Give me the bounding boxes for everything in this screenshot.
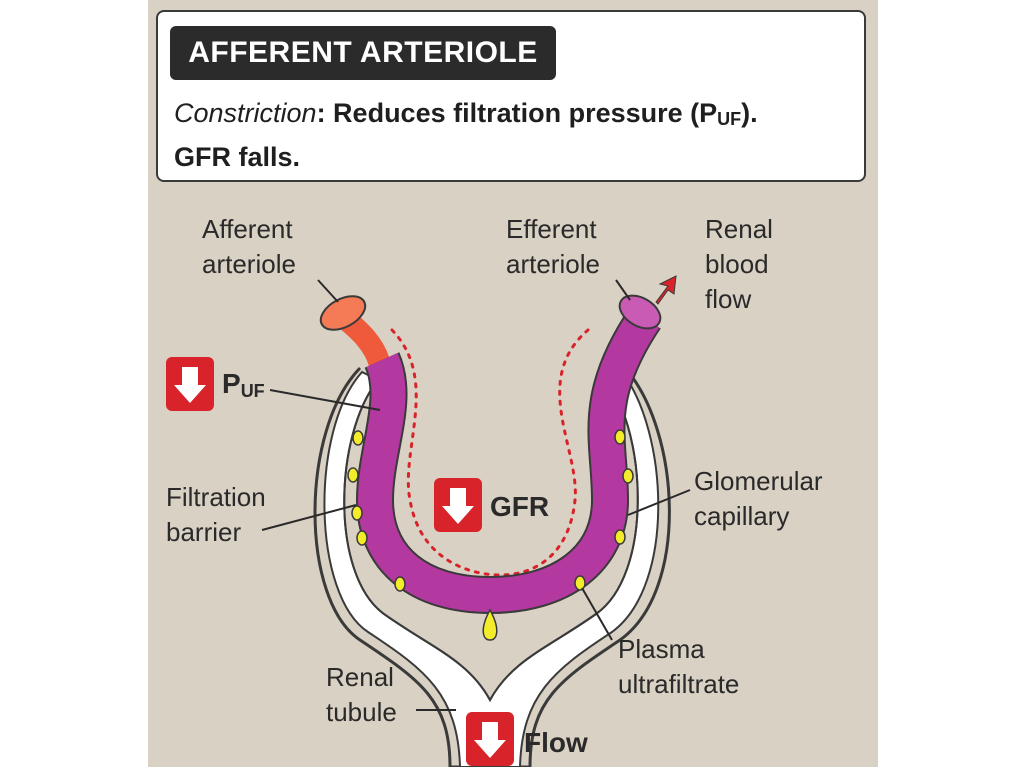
leader-lines <box>261 279 691 711</box>
flow-down-badge <box>466 712 514 766</box>
header-box: AFFERENT ARTERIOLE Constriction: Reduces… <box>156 10 866 182</box>
renal-tubule-label-2: tubule <box>326 697 397 727</box>
renal-tubule-label-1: Renal <box>326 662 394 692</box>
glomerular-label-1: Glomerular <box>694 466 823 496</box>
down-arrow-icon <box>442 488 474 524</box>
renal-blood-label-3: flow <box>705 284 752 314</box>
title-bar: AFFERENT ARTERIOLE <box>170 26 556 80</box>
renal-blood-flow-arrow <box>655 275 677 305</box>
gfr-label: GFR <box>490 491 550 522</box>
afferent-label-1: Afferent <box>202 214 293 244</box>
glomerular-label-2: capillary <box>694 501 790 531</box>
renal-blood-label-1: Renal <box>705 214 773 244</box>
puf-main: P <box>222 368 241 399</box>
plasma-label-1: Plasma <box>618 634 705 664</box>
desc-end: ). <box>741 98 758 128</box>
desc-line2: GFR falls. <box>174 142 301 172</box>
puf-sub: UF <box>240 381 265 401</box>
plasma-label-2: ultrafiltrate <box>618 669 740 699</box>
desc-rest: : Reduces filtration pressure (P <box>316 98 718 128</box>
glomerular-capillary-fill <box>357 308 660 613</box>
down-arrow-icon <box>174 367 206 403</box>
efferent-label-1: Efferent <box>506 214 597 244</box>
renal-blood-label-2: blood <box>705 249 769 279</box>
gfr-down-badge <box>434 478 482 532</box>
filtration-label-2: barrier <box>166 517 242 547</box>
desc-sub: UF <box>717 109 742 129</box>
efferent-label-2: arteriole <box>506 249 600 279</box>
desc-italic: Constriction <box>174 98 317 128</box>
filtrate-droplets <box>347 429 634 641</box>
dotted-original-path <box>390 328 590 577</box>
capsule-wall <box>313 366 671 767</box>
down-arrow-icon <box>474 722 506 758</box>
afferent-label-2: arteriole <box>202 249 296 279</box>
flow-label: Flow <box>524 727 588 758</box>
puf-down-badge <box>166 357 214 411</box>
puf-label: PUF <box>222 368 265 402</box>
efferent-opening <box>618 294 662 330</box>
filtration-label-1: Filtration <box>166 482 266 512</box>
capsule-inner <box>343 379 639 703</box>
description: Constriction: Reduces filtration pressur… <box>174 94 864 176</box>
